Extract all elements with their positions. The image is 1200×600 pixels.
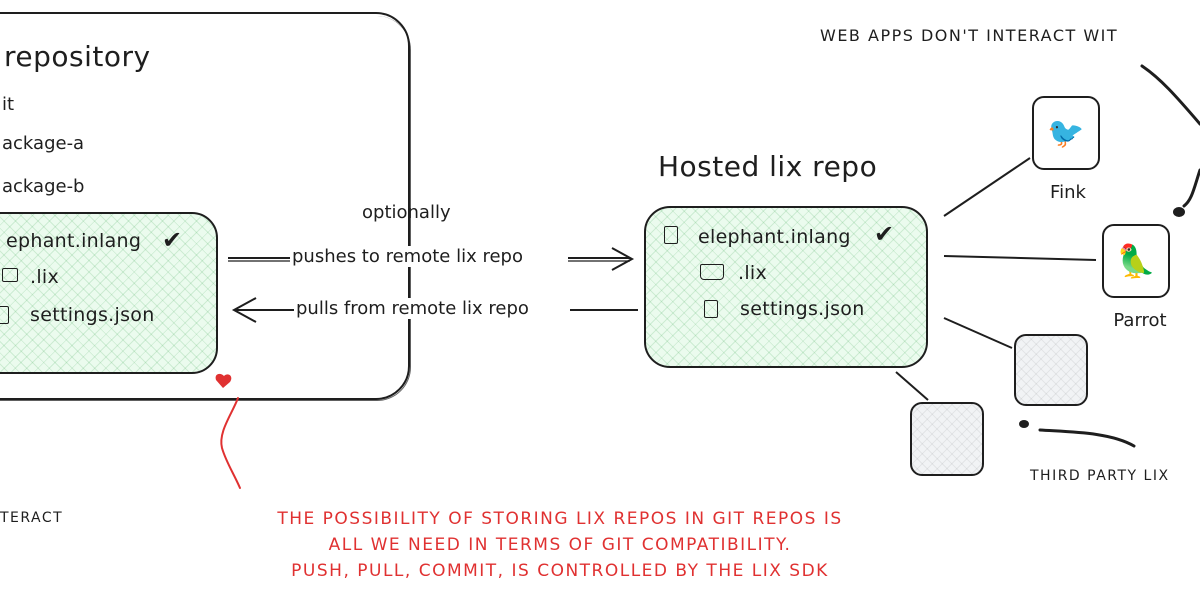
hosted-repo-title: Hosted lix repo	[658, 150, 878, 183]
folder-icon	[2, 268, 18, 282]
file-icon	[664, 226, 678, 244]
hosted-file-settings: settings.json	[740, 298, 865, 320]
link-to-app-3	[943, 317, 1013, 349]
left-repo-title: repository	[4, 40, 151, 73]
git-compat-line: THE POSSIBILITY OF STORING LIX REPOS IN …	[277, 509, 843, 529]
left-repo-item-git: it	[2, 94, 15, 115]
third-party-stroke	[1038, 428, 1136, 448]
left-repo-frame	[0, 12, 410, 400]
link-to-fink	[943, 157, 1031, 217]
hosted-file-inlang: elephant.inlang	[698, 226, 851, 248]
top-right-stroke	[1140, 64, 1200, 126]
link-to-app-4	[895, 371, 929, 401]
dot	[1173, 207, 1185, 217]
left-bottom-note: TERACT	[0, 510, 64, 526]
right-edge-stroke	[1182, 168, 1200, 208]
optionally-label: optionally	[362, 202, 451, 223]
push-arrow-label: pushes to remote lix repo	[290, 246, 525, 267]
hosted-lix-box	[644, 206, 928, 368]
hosted-folder-lix: .lix	[738, 262, 768, 284]
left-repo-item-package-b: ackage-b	[2, 176, 85, 197]
parrot-icon: 🦜	[1116, 242, 1156, 280]
left-repo-frame-shadow	[0, 16, 411, 401]
parrot-app-name: Parrot	[1113, 310, 1167, 331]
checkmark-icon: ✔	[874, 220, 895, 248]
fink-app-tile[interactable]: 🐦	[1032, 96, 1100, 170]
bird-icon: 🐦	[1047, 115, 1085, 151]
placeholder-app-tile[interactable]	[910, 402, 984, 476]
third-party-note: THIRD PARTY LIX	[1030, 468, 1170, 484]
checkmark-icon: ✔	[162, 226, 183, 254]
pull-arrow-label: pulls from remote lix repo	[294, 298, 531, 319]
git-compat-line: ALL WE NEED IN TERMS OF GIT COMPATIBILIT…	[328, 535, 792, 555]
red-dot	[215, 373, 232, 388]
link-to-parrot	[943, 255, 1097, 261]
left-repo-item-package-a: ackage-a	[2, 133, 85, 154]
left-lix-box	[0, 212, 218, 374]
folder-open-icon	[700, 264, 724, 280]
placeholder-app-tile[interactable]	[1014, 334, 1088, 406]
left-file-inlang: ephant.inlang	[6, 230, 142, 252]
fink-app-name: Fink	[1050, 182, 1086, 203]
pull-arrowhead	[231, 297, 257, 323]
file-icon	[0, 306, 9, 324]
web-apps-note: WEB APPS DON'T INTERACT WIT	[820, 26, 1119, 45]
dot	[1019, 420, 1029, 428]
red-pointer-line	[220, 397, 241, 489]
git-compat-line: PUSH, PULL, COMMIT, IS CONTROLLED BY THE…	[291, 561, 829, 581]
parrot-app-tile[interactable]: 🦜	[1102, 224, 1170, 298]
push-arrowhead	[611, 247, 635, 271]
left-folder-lix: .lix	[30, 266, 60, 288]
file-icon	[704, 300, 718, 318]
left-file-settings: settings.json	[30, 304, 155, 326]
git-compat-note: THE POSSIBILITY OF STORING LIX REPOS IN …	[180, 506, 940, 584]
